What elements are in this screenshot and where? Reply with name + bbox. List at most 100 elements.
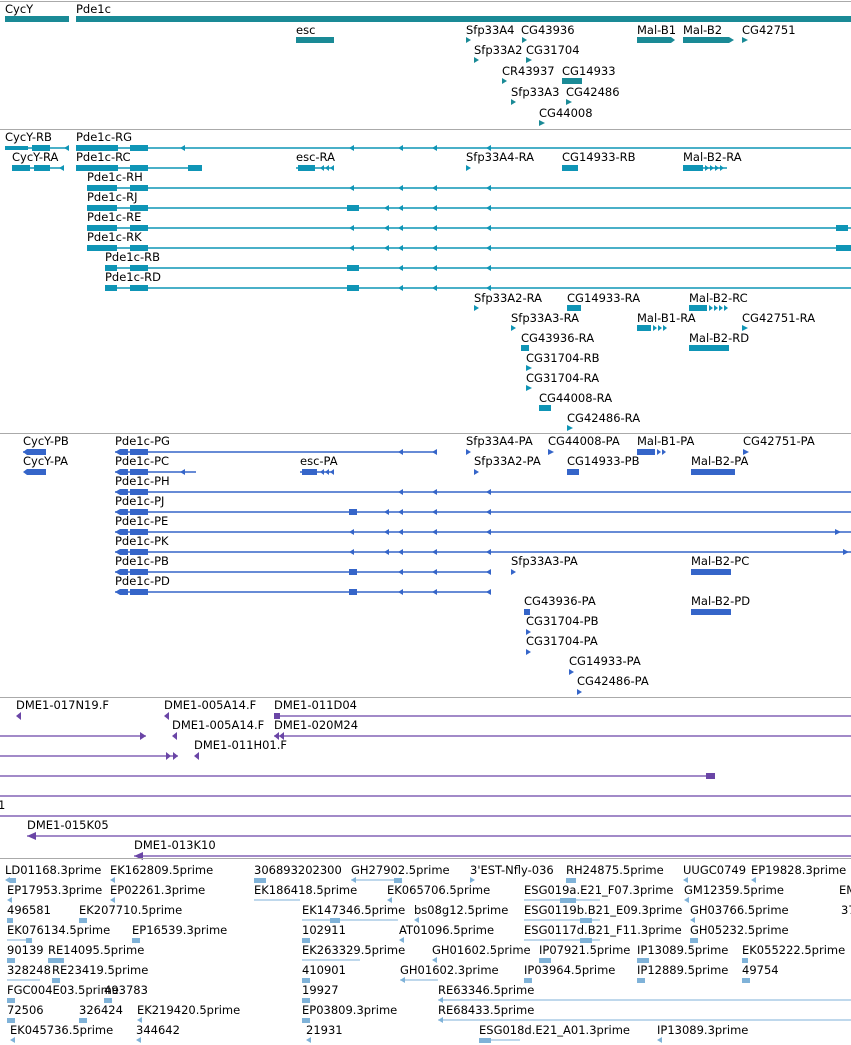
est-label[interactable]: EK186418.5prime — [254, 883, 357, 897]
protein-label[interactable]: Pde1c-PH — [115, 474, 170, 488]
gene-feature[interactable] — [526, 57, 532, 63]
gene-label[interactable]: CycY — [5, 2, 34, 16]
gene-feature[interactable] — [683, 37, 729, 43]
est-label[interactable]: IP12889.5prime — [637, 963, 728, 977]
est-label[interactable]: 37 — [841, 903, 851, 917]
pde1c-ph[interactable]: Pde1c-PH — [115, 474, 851, 495]
protein-label[interactable]: Mal-B2-PC — [691, 554, 749, 568]
transcript-label[interactable]: CG14933-RA — [567, 291, 640, 305]
gene-label[interactable]: Pde1c — [76, 2, 111, 16]
transcript-label[interactable]: CG44008-RA — [539, 391, 612, 405]
transcript-label[interactable]: Pde1c-RJ — [87, 190, 137, 204]
est-label[interactable]: EM — [839, 883, 851, 897]
est-label[interactable]: EK207710.5prime — [79, 903, 182, 917]
est-label[interactable]: GH01602.5prime — [432, 943, 531, 957]
transcript-label[interactable]: Mal-B1-RA — [637, 311, 696, 325]
est-label[interactable]: 326424 — [79, 1003, 123, 1017]
pde1c-rd[interactable]: Pde1c-RD — [105, 270, 851, 291]
est-label[interactable]: IP03964.5prime — [524, 963, 615, 977]
transcript-label[interactable]: Mal-B2-RA — [683, 150, 742, 164]
transcript-label[interactable]: esc-RA — [296, 150, 335, 164]
pde1c-pk[interactable]: Pde1c-PK — [115, 534, 851, 555]
pde1c-rj[interactable]: Pde1c-RJ — [87, 190, 851, 211]
gene-label[interactable]: CG31704 — [526, 43, 580, 57]
est-label[interactable]: 328248 — [7, 963, 51, 977]
gene-label[interactable]: CG14933 — [562, 64, 616, 78]
gene-label[interactable]: Sfp33A2 — [474, 43, 522, 57]
pde1c-rh[interactable]: Pde1c-RH — [87, 170, 851, 191]
est-label[interactable]: IP13089.3prime — [657, 1023, 748, 1037]
protein-label[interactable]: CycY-PB — [23, 434, 69, 448]
est-label[interactable]: EK055222.5prime — [742, 943, 845, 957]
est-label[interactable]: LD01168.3prime — [5, 863, 101, 877]
est-label[interactable]: RH24875.5prime — [566, 863, 664, 877]
transcript-label[interactable]: Pde1c-RH — [87, 170, 143, 184]
transcript-label[interactable]: CycY-RA — [12, 150, 58, 164]
est-label[interactable]: AT01096.5prime — [399, 923, 494, 937]
protein-label[interactable]: Pde1c-PB — [115, 554, 169, 568]
protein-label[interactable]: Pde1c-PE — [115, 514, 168, 528]
gene-feature[interactable] — [5, 16, 69, 22]
transcript-label[interactable]: Mal-B2-RD — [689, 331, 749, 345]
transcript-label[interactable]: Sfp33A4-RA — [466, 150, 534, 164]
gene-label[interactable]: CR43937 — [502, 64, 555, 78]
gene-feature[interactable] — [76, 16, 851, 22]
est-label[interactable]: 344642 — [136, 1023, 180, 1037]
gene-feature[interactable] — [511, 99, 516, 105]
protein-label[interactable]: esc-PA — [300, 454, 338, 468]
est-label[interactable]: EK147346.5prime — [302, 903, 405, 917]
est-label[interactable]: EP16539.3prime — [132, 923, 227, 937]
gene-feature[interactable] — [474, 57, 479, 63]
protein-label[interactable]: CG31704-PB — [526, 614, 599, 628]
gene-label[interactable]: Sfp33A4 — [466, 23, 514, 37]
gene-label[interactable]: Mal-B2 — [683, 23, 722, 37]
transcript-label[interactable]: Pde1c-RC — [76, 150, 131, 164]
transcript-label[interactable]: Pde1c-RD — [105, 270, 161, 284]
gene-feature[interactable] — [742, 37, 748, 43]
protein-label[interactable]: CG42486-PA — [577, 674, 649, 688]
clone-label[interactable]: DME1-015K05 — [27, 818, 109, 832]
protein-label[interactable]: CG43936-PA — [524, 594, 596, 608]
protein-label[interactable]: Sfp33A3-PA — [511, 554, 578, 568]
transcript-label[interactable]: CG14933-RB — [562, 150, 636, 164]
protein-label[interactable]: Pde1c-PK — [115, 534, 169, 548]
est-label[interactable]: EP17953.3prime — [7, 883, 102, 897]
pde1c-rk[interactable]: Pde1c-RK — [87, 230, 851, 251]
gene-feature[interactable] — [566, 99, 572, 105]
pde1c-pe[interactable]: Pde1c-PE — [115, 514, 851, 535]
protein-label[interactable]: Mal-B2-PA — [691, 454, 748, 468]
est-label[interactable]: ESG019a.E21_F07.3prime — [524, 883, 674, 897]
transcript-label[interactable]: CG43936-RA — [521, 331, 594, 345]
pde1c-rb[interactable]: Pde1c-RB — [105, 250, 851, 271]
gene-label[interactable]: esc — [296, 23, 315, 37]
protein-label[interactable]: Pde1c-PG — [115, 434, 170, 448]
gene-feature[interactable] — [637, 37, 671, 43]
est-label[interactable]: EK065706.5prime — [387, 883, 490, 897]
est-label[interactable]: GM12359.5prime — [684, 883, 784, 897]
gene-label[interactable]: CG42751 — [742, 23, 796, 37]
clone-label[interactable]: DME1-017N19.F — [16, 698, 109, 712]
gene-feature[interactable] — [296, 37, 334, 43]
est-label[interactable]: GH03766.5prime — [690, 903, 789, 917]
clone-label[interactable]: DME1-005A14.F — [164, 698, 256, 712]
protein-label[interactable]: Pde1c-PJ — [115, 494, 164, 508]
pde1c-pb[interactable]: Pde1c-PB — [115, 554, 491, 575]
clone-label[interactable]: DME1-013K10 — [134, 838, 216, 852]
est-label[interactable]: EK263329.5prime — [302, 943, 405, 957]
protein-label[interactable]: CG14933-PB — [567, 454, 640, 468]
est-label[interactable]: IP07921.5prime — [539, 943, 630, 957]
est-label[interactable]: EK162809.5prime — [110, 863, 213, 877]
est-label[interactable]: ESG0117d.B21_F11.3prime — [524, 923, 682, 937]
protein-label[interactable]: CG31704-PA — [526, 634, 598, 648]
transcript-label[interactable]: CG42751-RA — [742, 311, 815, 325]
clone-label[interactable]: DME1-011H01.F — [194, 738, 287, 752]
est-label[interactable]: bs08g12.5prime — [414, 903, 508, 917]
gene-feature[interactable] — [522, 37, 527, 43]
est-label[interactable]: 72506 — [7, 1003, 44, 1017]
clone-label[interactable]: DME1-020M24 — [274, 718, 358, 732]
protein-label[interactable]: Mal-B1-PA — [637, 434, 694, 448]
est-label[interactable]: RE23419.5prime — [52, 963, 148, 977]
est-label[interactable]: ESG018d.E21_A01.3prime — [479, 1023, 630, 1037]
gene-label[interactable]: Mal-B1 — [637, 23, 676, 37]
gene-feature[interactable] — [562, 78, 582, 84]
